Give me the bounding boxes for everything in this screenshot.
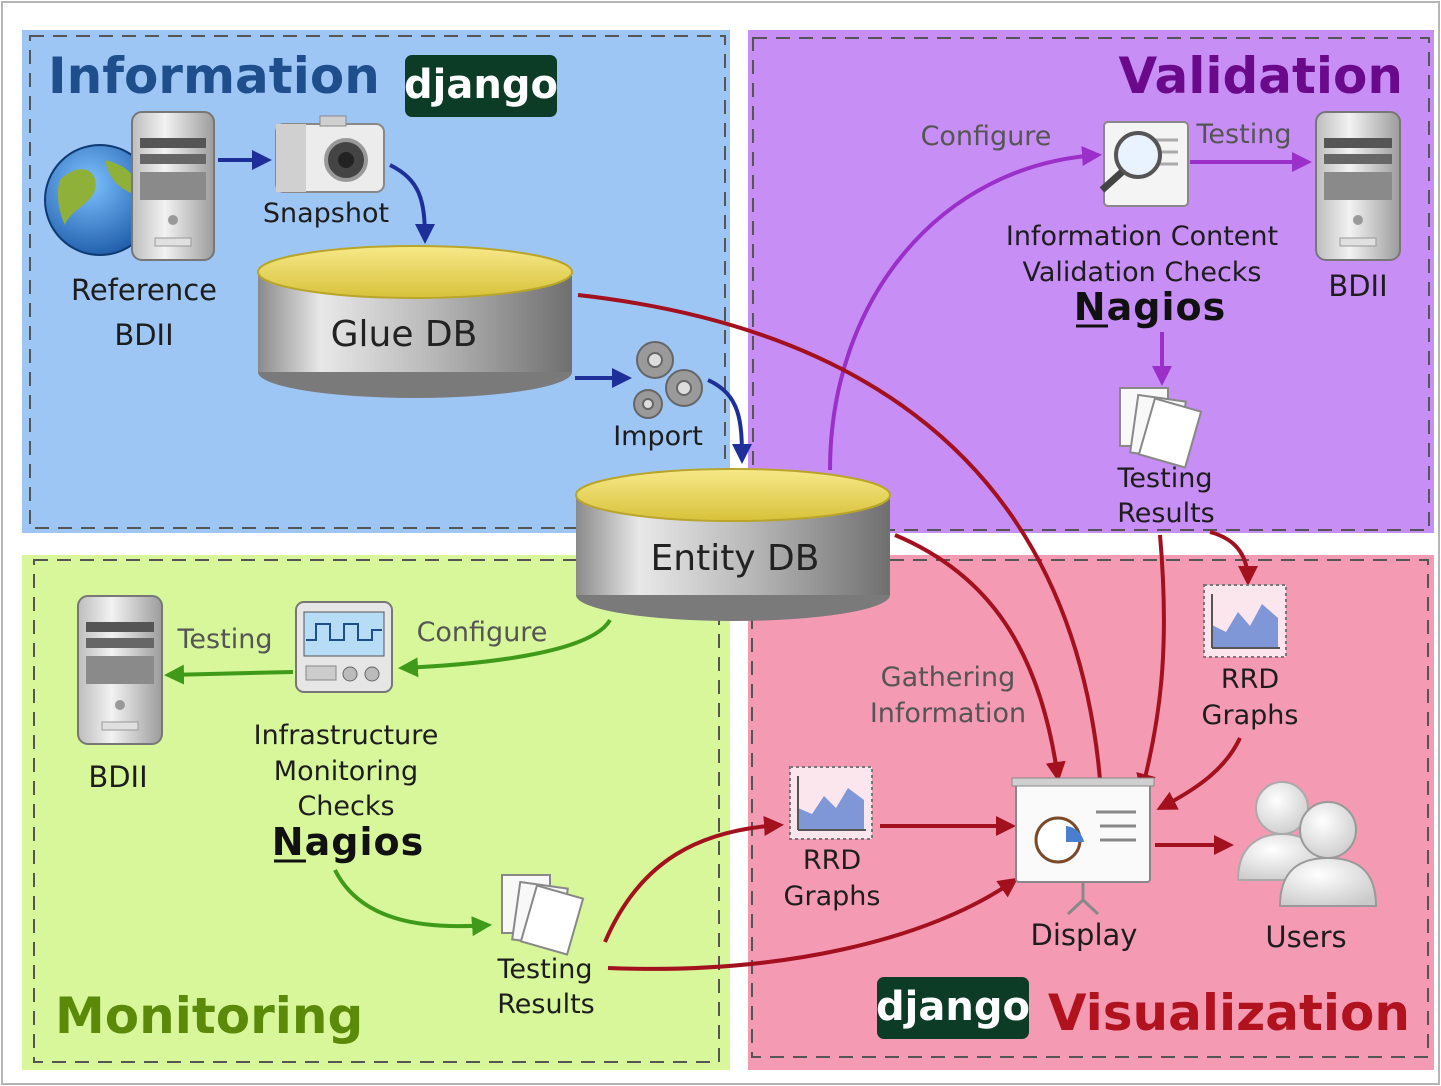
testing-validation-label: Testing (1196, 119, 1292, 150)
monitoring-bdii-server-icon (77, 595, 163, 745)
users-label: Users (1265, 920, 1346, 954)
validation-title: Validation (1119, 47, 1404, 105)
reference-server-icon (131, 111, 215, 261)
documents-icon-validation (1119, 387, 1203, 469)
monitoring-checks-line1: Infrastructure (254, 720, 439, 751)
monitoring-checks-line3: Checks (297, 791, 394, 822)
information-border (29, 35, 726, 529)
django-logo-top: django (404, 55, 558, 117)
arrow-configure-monitoring (398, 618, 612, 678)
arrow-rrd-to-display (1156, 737, 1242, 810)
validation-results-line1: Testing (1117, 463, 1213, 494)
arrow-results-to-rrd-left (603, 816, 784, 943)
monitoring-checks-line2: Monitoring (274, 756, 418, 787)
rrd-right-line1: RRD (1221, 664, 1279, 695)
glue-db-label: Glue DB (331, 314, 478, 355)
gathering-line2: Information (870, 698, 1026, 729)
validation-checks-line2: Validation Checks (1022, 257, 1261, 288)
visualization-border (751, 559, 1429, 1058)
entity-db-icon (575, 468, 891, 621)
arrow-results-to-display (1136, 534, 1166, 794)
gathering-line1: Gathering (881, 662, 1016, 693)
oscilloscope-icon (295, 601, 393, 693)
rrd-right-line2: Graphs (1202, 700, 1299, 731)
monitoring-results-line1: Testing (497, 954, 593, 985)
monitoring-title: Monitoring (55, 987, 363, 1045)
svg-text:django: django (404, 62, 558, 108)
arrow-entitydb-to-display (894, 533, 1066, 782)
arrow-import-to-entitydb (707, 378, 752, 464)
visualization-title: Visualization (1048, 984, 1410, 1042)
information-title: Information (48, 47, 380, 105)
rrd-left-line1: RRD (803, 845, 861, 876)
documents-icon-monitoring (501, 874, 585, 956)
arrow-results-to-display-left (607, 877, 1019, 971)
monitoring-bdii-label: BDII (88, 760, 147, 794)
rrd-left-line2: Graphs (784, 881, 881, 912)
svg-text:django: django (876, 984, 1030, 1030)
validation-bdii-label: BDII (1328, 269, 1387, 303)
magnifier-document-icon (1099, 121, 1189, 207)
entity-db-label: Entity DB (651, 538, 820, 579)
rrd-graph-icon-left (789, 766, 873, 840)
validation-checks-line1: Information Content (1006, 221, 1278, 252)
nagios-logo-validation: Nagios (1074, 285, 1226, 329)
gears-icon (633, 341, 703, 419)
display-label: Display (1031, 918, 1138, 952)
monitoring-results-line2: Results (497, 989, 595, 1020)
arrow-testing-monitoring (164, 664, 294, 685)
reference-bdii-label-line1: Reference (71, 273, 217, 307)
monitoring-border (33, 559, 720, 1063)
validation-border (752, 37, 1430, 531)
validation-bdii-server-icon (1315, 111, 1401, 261)
glue-db-icon (257, 245, 573, 398)
arrow-configure-validation (828, 146, 1102, 471)
configure-monitoring-label: Configure (417, 617, 548, 648)
configure-validation-label: Configure (921, 121, 1052, 152)
snapshot-label: Snapshot (263, 198, 389, 229)
rrd-graph-icon-right (1203, 584, 1287, 658)
django-logo-bottom: django (876, 977, 1030, 1039)
users-icon (1236, 781, 1378, 907)
testing-monitoring-label: Testing (177, 624, 273, 655)
arrow-gluedb-to-display (577, 293, 1112, 810)
validation-results-line2: Results (1117, 498, 1215, 529)
arrow-results-to-rrd (1209, 530, 1258, 586)
camera-icon (275, 115, 385, 193)
arrow-checks-to-results-monitoring (333, 869, 492, 937)
arrow-snapshot-to-gluedb (389, 163, 435, 244)
presentation-display-icon (1011, 777, 1155, 916)
import-label: Import (613, 421, 703, 452)
globe-icon (44, 144, 156, 256)
reference-bdii-label-line2: BDII (114, 318, 173, 352)
nagios-logo-monitoring: Nagios (272, 820, 424, 864)
